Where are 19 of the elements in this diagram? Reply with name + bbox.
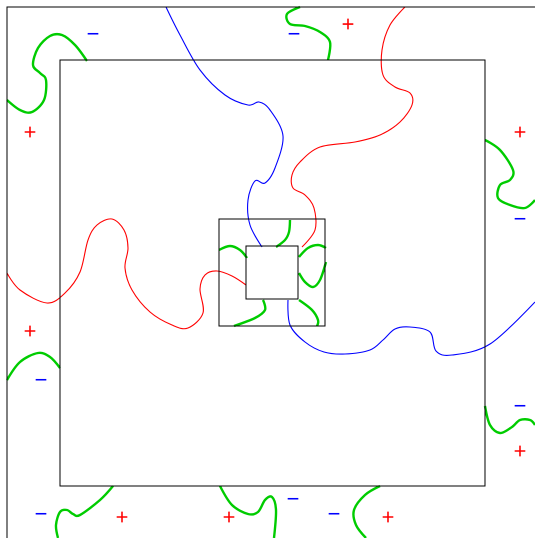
square-outline <box>246 246 298 300</box>
charge-sign: + <box>342 18 354 30</box>
charge-sign: + <box>116 512 128 522</box>
charge-sign: − <box>514 404 526 407</box>
charge-sign: − <box>288 32 300 35</box>
square-outline <box>218 218 326 326</box>
charge-sign: + <box>382 512 394 522</box>
charge-sign: − <box>36 378 46 381</box>
charge-sign: + <box>24 326 36 336</box>
charge-sign: − <box>36 512 46 515</box>
charge-sign: + <box>24 126 36 138</box>
charge-sign: + <box>514 446 526 456</box>
charge-sign: − <box>288 498 298 500</box>
charge-sign: − <box>328 512 340 515</box>
square-outline <box>60 60 486 486</box>
charge-sign: + <box>224 512 234 522</box>
charge-sign: + <box>514 126 526 138</box>
charge-sign: − <box>514 218 526 220</box>
charge-sign: − <box>88 32 98 35</box>
